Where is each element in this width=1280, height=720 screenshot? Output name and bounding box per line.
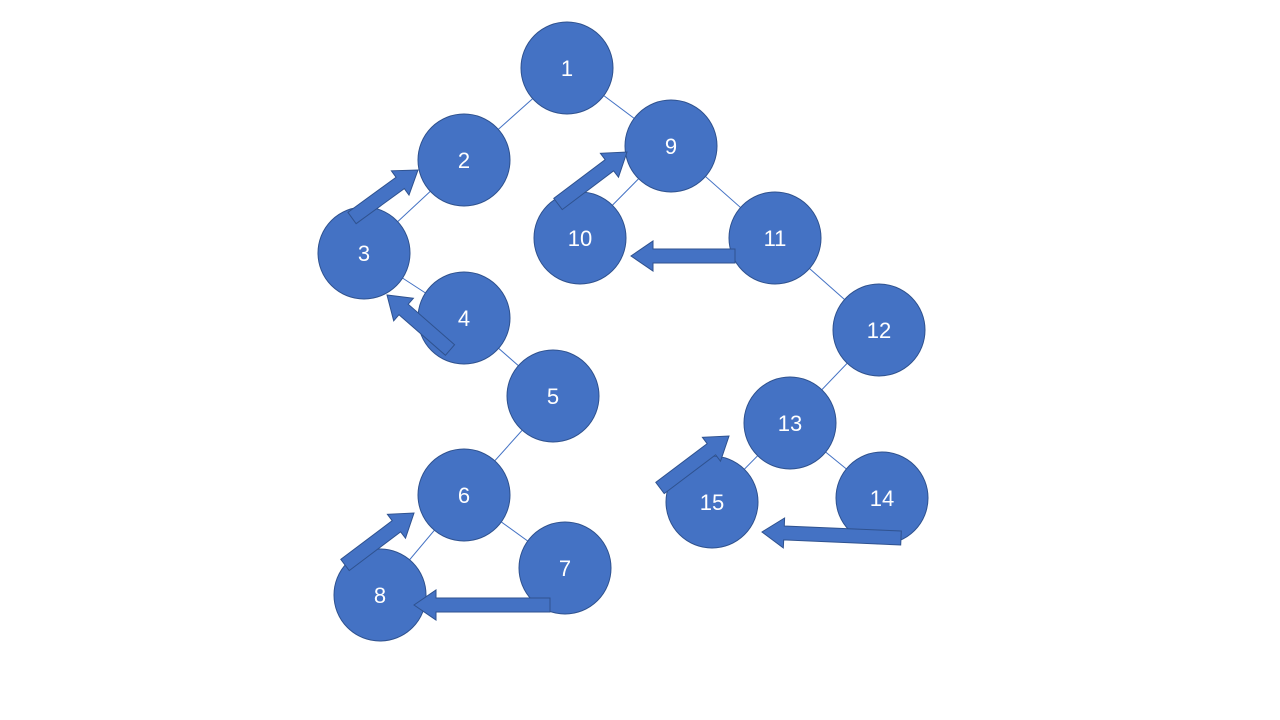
node-circle: [832, 283, 926, 377]
node-circle: [506, 349, 600, 443]
node-label: 3: [358, 241, 370, 266]
node-label: 1: [561, 56, 573, 81]
arrow-14-to-15: [761, 517, 902, 549]
traversal-arrows: [340, 151, 902, 621]
node-12: 12: [832, 283, 926, 377]
node-1: 1: [520, 21, 614, 115]
node-label: 4: [458, 306, 470, 331]
arrow-15-to-13: [655, 435, 730, 495]
arrow-3-to-2: [347, 169, 419, 225]
node-circle: [728, 191, 822, 285]
node-label: 5: [547, 384, 559, 409]
node-5: 5: [506, 349, 600, 443]
node-9: 9: [624, 99, 718, 193]
node-label: 9: [665, 134, 677, 159]
node-label: 8: [374, 583, 386, 608]
node-8: 8: [333, 548, 427, 642]
node-label: 13: [778, 411, 802, 436]
node-3: 3: [317, 206, 411, 300]
node-4: 4: [417, 271, 511, 365]
node-circle: [520, 21, 614, 115]
node-7: 7: [518, 521, 612, 615]
node-circle: [417, 448, 511, 542]
arrow-11-to-10: [630, 240, 736, 272]
node-label: 2: [458, 148, 470, 173]
arrow-4-to-3: [386, 294, 456, 357]
arrow-7-to-8: [413, 589, 551, 621]
node-circle: [518, 521, 612, 615]
node-label: 7: [559, 556, 571, 581]
node-2: 2: [417, 113, 511, 207]
node-circle: [624, 99, 718, 193]
node-label: 14: [870, 486, 894, 511]
node-circle: [417, 113, 511, 207]
node-label: 11: [764, 226, 787, 251]
arrow-8-to-6: [340, 512, 415, 572]
node-label: 10: [568, 226, 592, 251]
node-label: 15: [700, 490, 724, 515]
node-6: 6: [417, 448, 511, 542]
node-circle: [333, 548, 427, 642]
node-13: 13: [743, 376, 837, 470]
node-label: 6: [458, 483, 470, 508]
node-10: 10: [533, 191, 627, 285]
node-11: 11: [728, 191, 822, 285]
node-circle: [743, 376, 837, 470]
node-14: 14: [835, 451, 929, 545]
node-label: 12: [867, 318, 891, 343]
arrow-10-to-9: [553, 151, 628, 211]
